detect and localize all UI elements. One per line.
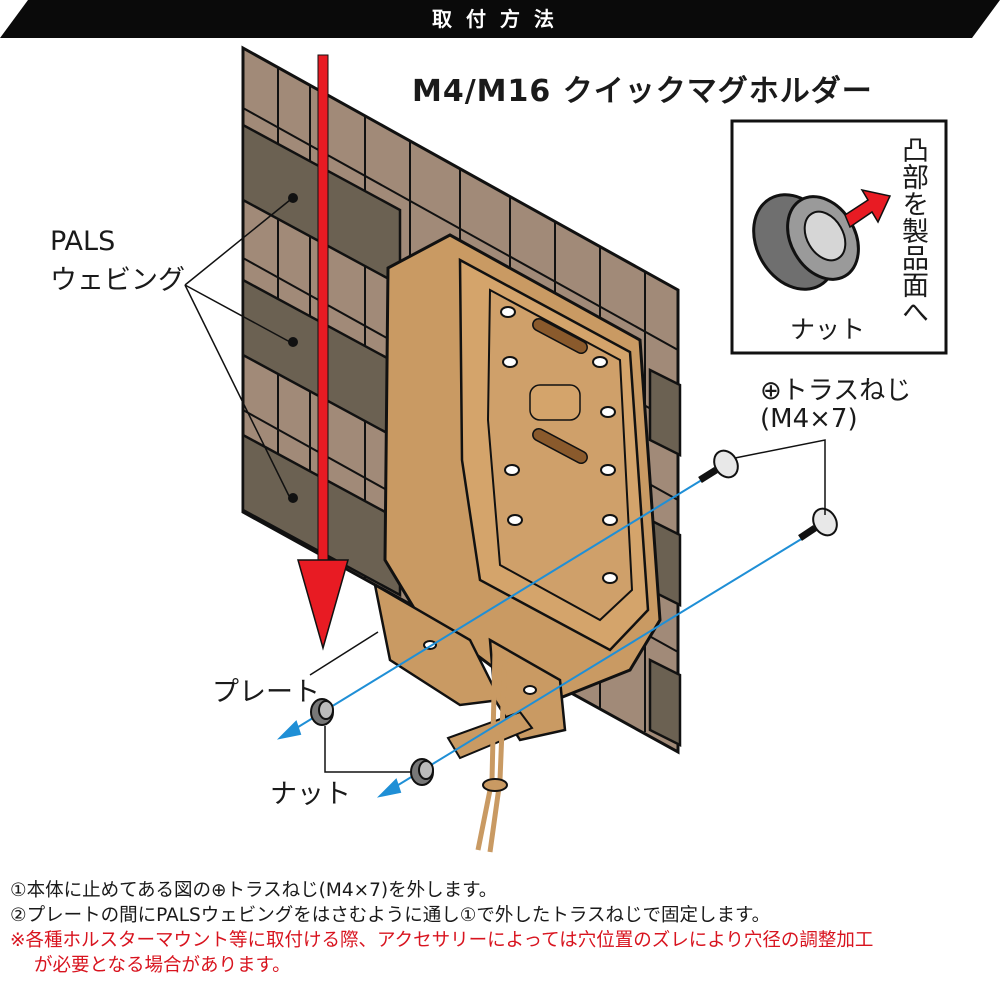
truss-screw-label: ⊕トラスねじ [760, 376, 912, 406]
instruction-step-2: ②プレートの間にPALSウェビングをはさむように通し①で外したトラスねじで固定し… [10, 905, 771, 926]
inset-orientation-text: 凸部を製品面へ [897, 136, 928, 325]
screw-leader-lines [734, 439, 826, 515]
webbing-pointer-dots [288, 193, 298, 503]
nut-orientation-inset [730, 119, 948, 355]
nuts [310, 698, 434, 786]
nut-leader-lines [309, 631, 412, 773]
header-bar [0, 0, 1000, 38]
header-title: 取付方法 [432, 7, 568, 31]
instruction-step-1: ①本体に止めてある図の⊕トラスねじ(M4×7)を外します。 [10, 880, 498, 901]
insert-direction-arrow [297, 54, 349, 651]
pals-leader-lines [184, 199, 291, 499]
pals-label: PALS [50, 226, 116, 257]
bungee-cord [475, 649, 508, 853]
instruction-note-line-1: ※各種ホルスターマウント等に取付ける際、アクセサリーによっては穴位置のズレにより… [10, 930, 874, 951]
nut-label: ナット [270, 779, 351, 810]
truss-screws [698, 449, 838, 541]
inset-nut-label: ナット [790, 315, 866, 344]
instructions: ①本体に止めてある図の⊕トラスねじ(M4×7)を外します。 ②プレートの間にPA… [10, 878, 995, 978]
webbing-label: ウェビング [50, 265, 185, 296]
screw-guide-lines [276, 477, 804, 798]
instruction-note-line-2: が必要となる場合があります。 [34, 955, 291, 976]
product-title: M4/M16 クイックマグホルダー [412, 74, 873, 109]
truss-screw-size-label: (M4×7) [760, 404, 858, 434]
mag-holder-body [373, 233, 662, 760]
plate-label: プレート [212, 677, 320, 708]
